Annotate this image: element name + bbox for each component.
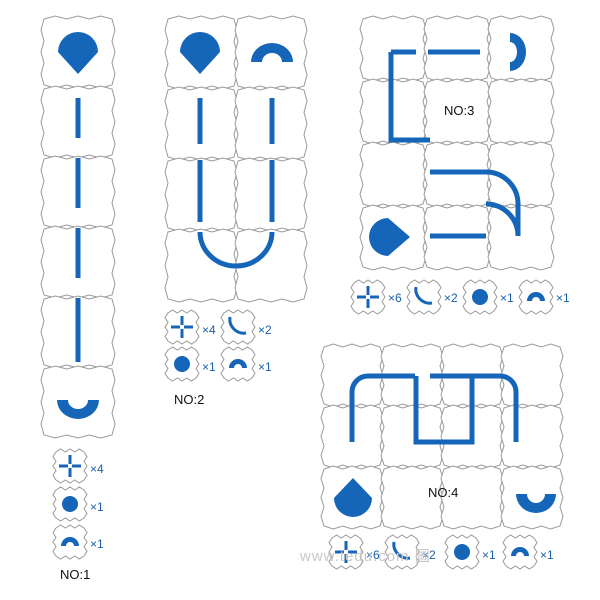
- foam-tile: [234, 228, 308, 303]
- puzzle-4-label: NO:4: [428, 485, 459, 500]
- count-badge: ×1: [202, 360, 216, 374]
- foam-tile: [487, 78, 555, 145]
- curve-track: [485, 169, 521, 236]
- foam-tile: [500, 343, 564, 408]
- legend-tile: [328, 534, 364, 570]
- foam-tile: [164, 228, 238, 303]
- curve-track-icon: [228, 316, 247, 335]
- cross-track-icon: [59, 455, 81, 477]
- piece-legends: [52, 279, 554, 570]
- puzzle-tiles: [40, 15, 564, 530]
- count-badge: ×1: [556, 291, 570, 305]
- foam-tile: [380, 404, 444, 469]
- count-badge: ×2: [444, 291, 458, 305]
- drop-funnel-icon: [454, 544, 470, 560]
- foam-tile: [423, 78, 491, 145]
- semicircle-arc-icon: [510, 33, 526, 71]
- drop-funnel-icon: [58, 32, 98, 74]
- semicircle-arc-icon: [251, 43, 293, 62]
- count-badge: ×1: [540, 548, 554, 562]
- cross-track-icon: [335, 541, 357, 563]
- watermark: www.tedu.com 圖: [300, 548, 431, 565]
- foam-tile: [359, 141, 427, 208]
- count-badge: ×2: [258, 323, 272, 337]
- puzzle-3-label: NO:3: [444, 103, 475, 118]
- drop-funnel-icon: [174, 356, 190, 372]
- cross-track-icon: [357, 286, 379, 308]
- semicircle-arc-icon: [511, 547, 529, 556]
- count-badge: ×2: [422, 548, 436, 562]
- count-badge: ×6: [366, 548, 380, 562]
- curve-track: [499, 373, 519, 442]
- foam-tile: [440, 465, 504, 530]
- foam-tile: [359, 15, 427, 82]
- puzzle-2-tracks: [180, 32, 293, 269]
- count-badge: ×6: [388, 291, 402, 305]
- count-badge: ×4: [202, 323, 216, 337]
- count-badge: ×1: [258, 360, 272, 374]
- track-paths: [57, 32, 556, 517]
- count-badge: ×1: [90, 537, 104, 551]
- legend-tile: [52, 448, 88, 484]
- puzzle-1-tracks: [57, 32, 99, 419]
- legend-tile: [350, 279, 386, 315]
- count-badge: ×1: [500, 291, 514, 305]
- curve-track: [388, 52, 430, 143]
- drop-funnel-icon: [472, 289, 488, 305]
- count-badge: ×1: [90, 500, 104, 514]
- legend-tile: [164, 309, 200, 345]
- foam-tile: [487, 141, 555, 208]
- semicircle-arc-icon: [516, 494, 556, 513]
- legend-tile: [406, 279, 442, 315]
- foam-tile: [40, 365, 116, 439]
- puzzle-2-label: NO:2: [174, 392, 205, 407]
- foam-tile: [487, 204, 555, 271]
- curve-track: [349, 373, 415, 442]
- semicircle-arc-icon: [527, 292, 545, 301]
- foam-tile: [500, 465, 564, 530]
- foam-tile: [423, 15, 491, 82]
- curve-track: [485, 201, 521, 237]
- semicircle-arc-icon: [229, 359, 247, 368]
- drop-funnel-icon: [62, 496, 78, 512]
- track-segment: [413, 376, 475, 445]
- puzzle-4-tracks: [334, 373, 556, 517]
- drop-funnel-icon: [369, 218, 410, 256]
- curve-track-icon: [392, 541, 411, 560]
- semicircle-arc-icon: [57, 400, 99, 419]
- drop-funnel-icon: [180, 32, 220, 74]
- foam-tile: [320, 343, 384, 408]
- legend-tile: [220, 309, 256, 345]
- puzzle-3-tracks: [369, 33, 526, 256]
- semicircle-arc-icon: [61, 537, 79, 546]
- foam-tile: [380, 465, 444, 530]
- drop-funnel-icon: [334, 478, 372, 517]
- count-badge: ×4: [90, 462, 104, 476]
- curve-track-icon: [414, 286, 433, 305]
- curve-track: [197, 231, 275, 269]
- count-badge: ×1: [482, 548, 496, 562]
- puzzle-1-label: NO:1: [60, 567, 91, 582]
- foam-tile: [500, 404, 564, 469]
- cross-track-icon: [171, 316, 193, 338]
